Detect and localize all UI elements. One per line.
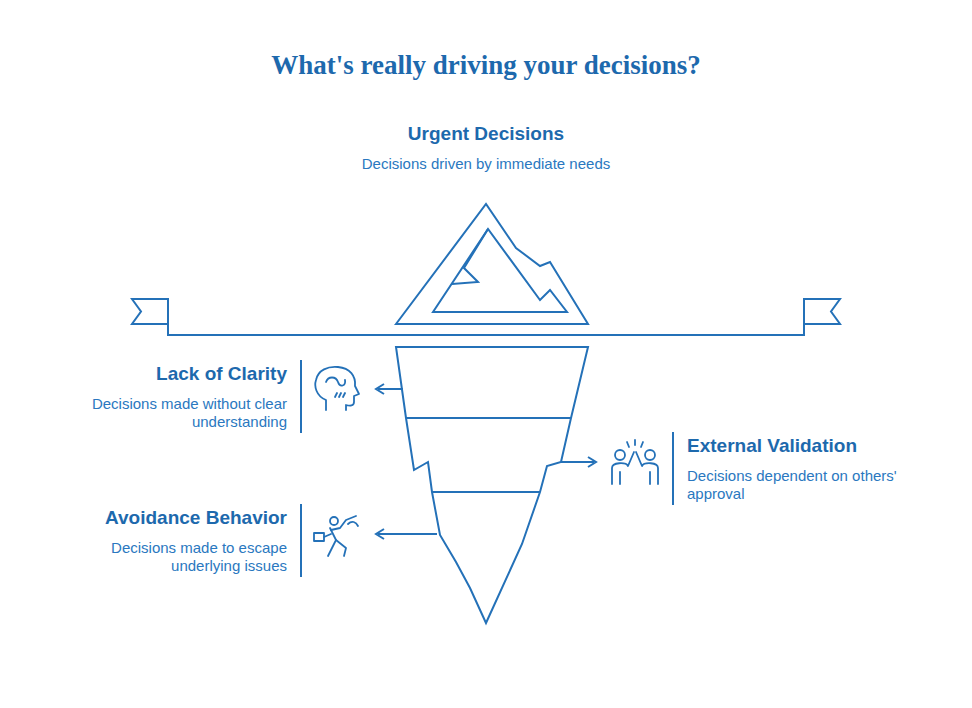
leader-line xyxy=(378,533,437,535)
band-line xyxy=(406,417,571,419)
arrow-head xyxy=(376,529,384,539)
leader-line xyxy=(561,461,594,463)
callout-description: Decisions dependent on others' approval xyxy=(687,467,942,503)
callout-description: Decisions made to escape underlying issu… xyxy=(52,539,287,575)
diagram-title: What's really driving your decisions? xyxy=(0,50,972,81)
running-person-icon xyxy=(314,516,358,556)
callout-heading: Urgent Decisions xyxy=(346,122,626,146)
callout-group: Avoidance BehaviorDecisions made to esca… xyxy=(52,504,302,577)
callout-description: Decisions driven by immediate needs xyxy=(346,155,626,173)
iceberg-tip-inner xyxy=(433,229,567,312)
high-five-icon xyxy=(612,440,658,484)
callout-heading: Lack of Clarity xyxy=(52,362,287,386)
callout-heading: External Validation xyxy=(687,434,942,458)
tip-label: Urgent DecisionsDecisions driven by imme… xyxy=(346,122,626,173)
leader-line xyxy=(378,388,403,390)
iceberg-tip xyxy=(396,204,588,324)
right-flag xyxy=(804,299,840,324)
left-flag xyxy=(132,299,168,324)
callout-heading: Avoidance Behavior xyxy=(52,506,287,530)
arrow-head xyxy=(376,384,384,394)
confused-head-icon xyxy=(315,367,359,410)
band-line xyxy=(432,491,540,493)
callout-description: Decisions made without clear understandi… xyxy=(52,395,287,431)
callout-group: Lack of ClarityDecisions made without cl… xyxy=(52,360,302,433)
iceberg-tip-crack xyxy=(452,229,488,284)
iceberg-base xyxy=(396,347,588,623)
callout-group: External ValidationDecisions dependent o… xyxy=(672,432,942,505)
arrow-head xyxy=(588,457,596,467)
water-line xyxy=(168,299,804,335)
